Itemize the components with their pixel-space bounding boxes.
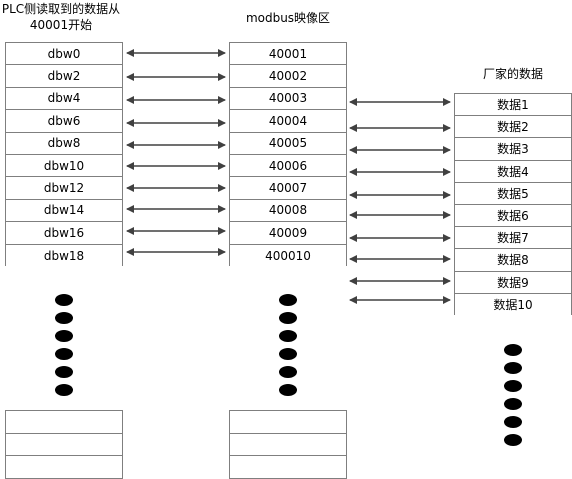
plc-cell: dbw10 [6, 154, 122, 178]
dot [55, 294, 73, 306]
vendor-cell: 数据6 [455, 204, 571, 228]
dot [504, 380, 522, 392]
modbus-cell: 40006 [230, 154, 346, 178]
modbus-cell: 400010 [230, 244, 346, 267]
plc-cell: dbw4 [6, 87, 122, 111]
plc-title: PLC侧读取到的数据从 40001开始 [0, 1, 122, 33]
dot [55, 366, 73, 378]
modbus-vendor-arrows [349, 98, 451, 304]
plc-title-line2: 40001开始 [29, 18, 93, 32]
modbus-column: 40001 40002 40003 40004 40005 40006 4000… [229, 42, 347, 267]
dot [504, 362, 522, 374]
vendor-cell: 数据8 [455, 249, 571, 272]
modbus-cell: 40002 [230, 65, 346, 88]
dot [279, 348, 297, 360]
plc-cell: dbw16 [6, 222, 122, 245]
dot [279, 330, 297, 342]
vendor-cell: 数据3 [455, 138, 571, 161]
dot [55, 384, 73, 396]
dot [279, 312, 297, 324]
modbus-cell: 40004 [230, 110, 346, 133]
vendor-cell: 数据4 [455, 160, 571, 183]
plc-cell: dbw12 [6, 177, 122, 200]
plc-modbus-arrows [126, 49, 226, 256]
dot [504, 344, 522, 356]
modbus-cell: 40003 [230, 87, 346, 111]
dot [55, 348, 73, 360]
vendor-title: 厂家的数据 [482, 67, 543, 81]
dot [279, 384, 297, 396]
plc-ellipsis-dots [55, 294, 73, 396]
vendor-cell: 数据5 [455, 182, 571, 205]
plc-cell: dbw6 [6, 110, 122, 133]
modbus-title: modbus映像区 [245, 11, 331, 25]
modbus-ellipsis-dots [279, 294, 297, 396]
plc-cell: dbw2 [6, 65, 122, 88]
modbus-cell: 40001 [230, 43, 346, 66]
vendor-cell: 数据2 [455, 116, 571, 139]
vendor-cell: 数据9 [455, 271, 571, 294]
modbus-cell: 40005 [230, 132, 346, 155]
dot [504, 398, 522, 410]
vendor-column: 数据1 数据2 数据3 数据4 数据5 数据6 数据7 数据8 数据9 数据10 [454, 93, 572, 316]
vendor-cell: 数据1 [455, 94, 571, 117]
plc-column: dbw0 dbw2 dbw4 dbw6 dbw8 dbw10 dbw12 dbw… [5, 42, 123, 267]
empty-cell [6, 456, 122, 478]
empty-cell [6, 433, 122, 456]
vendor-cell: 数据7 [455, 227, 571, 250]
plc-cell: dbw8 [6, 132, 122, 155]
modbus-empty-table [229, 410, 347, 479]
modbus-cell: 40007 [230, 177, 346, 200]
dot [55, 330, 73, 342]
plc-cell: dbw14 [6, 199, 122, 223]
dot [504, 434, 522, 446]
empty-cell [230, 433, 346, 456]
vendor-ellipsis-dots [504, 344, 522, 446]
dot [504, 416, 522, 428]
dot [279, 366, 297, 378]
empty-cell [230, 411, 346, 434]
plc-title-line1: PLC侧读取到的数据从 [1, 2, 121, 16]
empty-cell [230, 456, 346, 478]
vendor-cell: 数据10 [455, 293, 571, 316]
plc-empty-table [5, 410, 123, 479]
plc-cell: dbw18 [6, 244, 122, 267]
dot [55, 312, 73, 324]
empty-cell [6, 411, 122, 434]
dot [279, 294, 297, 306]
plc-cell: dbw0 [6, 43, 122, 66]
modbus-cell: 40009 [230, 222, 346, 245]
modbus-cell: 40008 [230, 199, 346, 223]
